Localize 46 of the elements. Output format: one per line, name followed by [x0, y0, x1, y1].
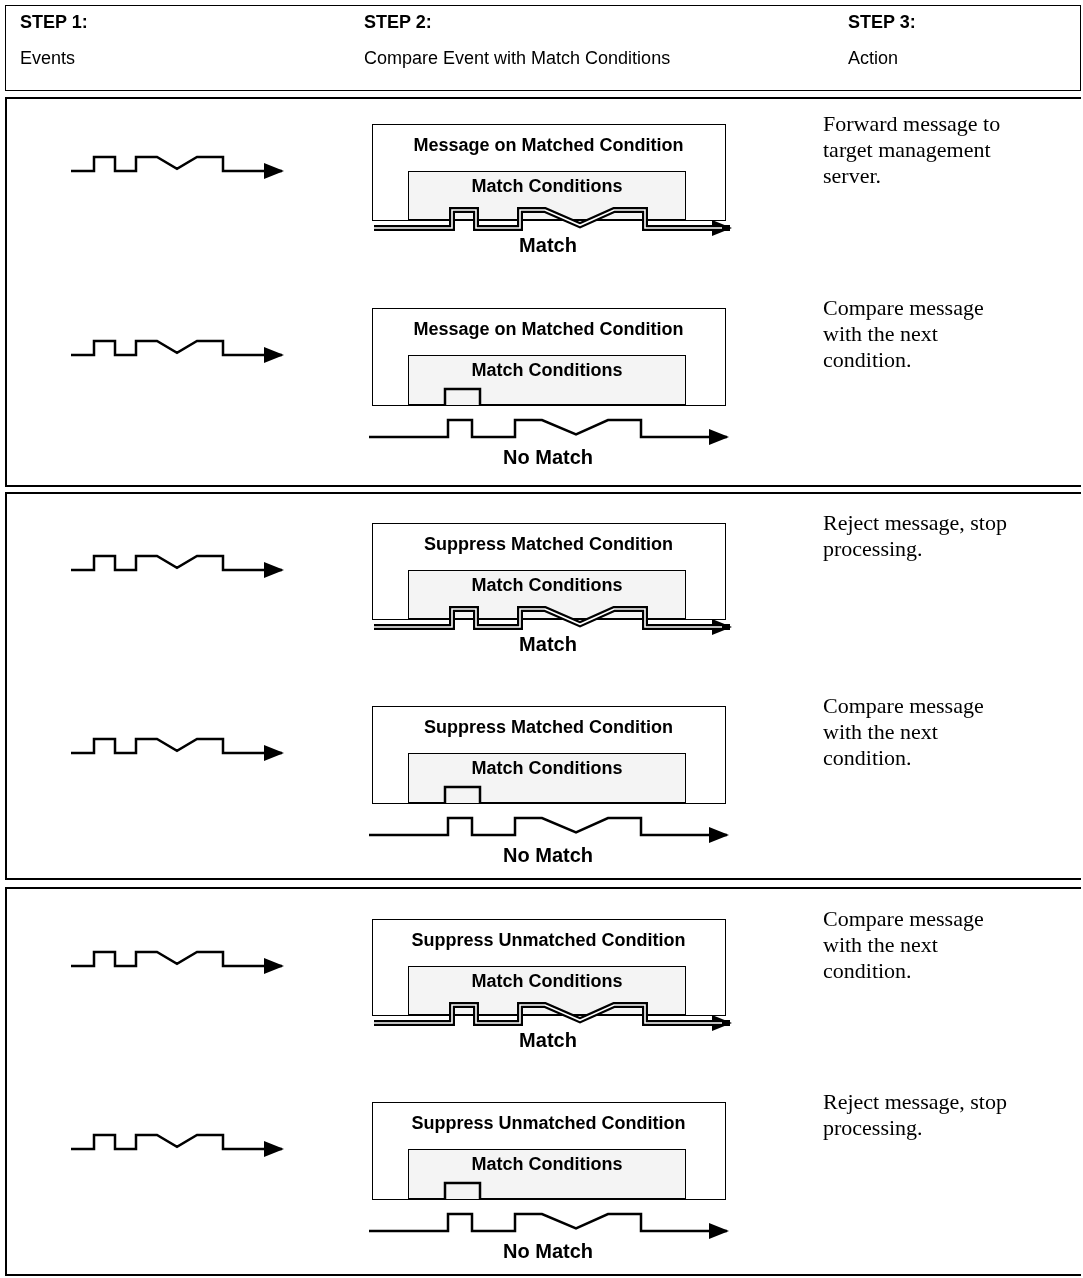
panel-frame — [5, 887, 1081, 1276]
panel-frame — [5, 492, 1081, 880]
box-title: Match Conditions — [470, 971, 624, 992]
condition-title: Suppress Unmatched Condition — [410, 1112, 687, 1134]
result-label: No Match — [503, 844, 593, 867]
result-label: No Match — [503, 1240, 593, 1263]
match-conditions-box — [408, 966, 686, 1015]
match-conditions-box — [408, 570, 686, 619]
condition-title: Message on Matched Condition — [412, 318, 685, 340]
condition-title: Suppress Unmatched Condition — [410, 929, 687, 951]
step-heading: STEP 1: — [20, 12, 88, 33]
action-text: Reject message, stop processing. — [823, 1089, 1008, 1141]
box-title: Match Conditions — [470, 1154, 624, 1175]
match-conditions-box — [408, 1149, 686, 1199]
box-title: Match Conditions — [470, 360, 624, 381]
box-title: Match Conditions — [470, 575, 624, 596]
result-label: Match — [519, 1029, 577, 1052]
action-text: Compare message with the next condition. — [823, 693, 985, 771]
condition-box — [371, 522, 726, 620]
action-text: Forward message to target management server. — [823, 111, 1002, 189]
condition-box — [371, 123, 726, 221]
box-title: Match Conditions — [470, 176, 624, 197]
condition-title: Suppress Matched Condition — [423, 716, 674, 738]
result-label: Match — [519, 633, 577, 656]
action-text: Reject message, stop processing. — [823, 510, 1008, 562]
action-text: Compare message with the next condition. — [823, 295, 985, 373]
step-description: Events — [20, 48, 76, 69]
step-description: Action — [848, 48, 899, 69]
match-conditions-box — [408, 753, 686, 803]
condition-box — [371, 918, 726, 1016]
step-description: Compare Event with Match Conditions — [364, 48, 671, 69]
condition-box — [371, 307, 726, 406]
header-box — [5, 5, 1081, 91]
match-conditions-box — [408, 171, 686, 220]
box-title: Match Conditions — [470, 758, 624, 779]
result-label: No Match — [503, 446, 593, 469]
condition-title: Suppress Matched Condition — [423, 533, 674, 555]
step-heading: STEP 3: — [848, 12, 916, 33]
action-text: Compare message with the next condition. — [823, 906, 985, 984]
result-label: Match — [519, 234, 577, 257]
step-heading: STEP 2: — [364, 12, 432, 33]
condition-box — [371, 705, 726, 804]
condition-title: Message on Matched Condition — [412, 134, 685, 156]
panel-frame — [5, 97, 1081, 487]
condition-box — [371, 1101, 726, 1200]
match-conditions-box — [408, 355, 686, 405]
